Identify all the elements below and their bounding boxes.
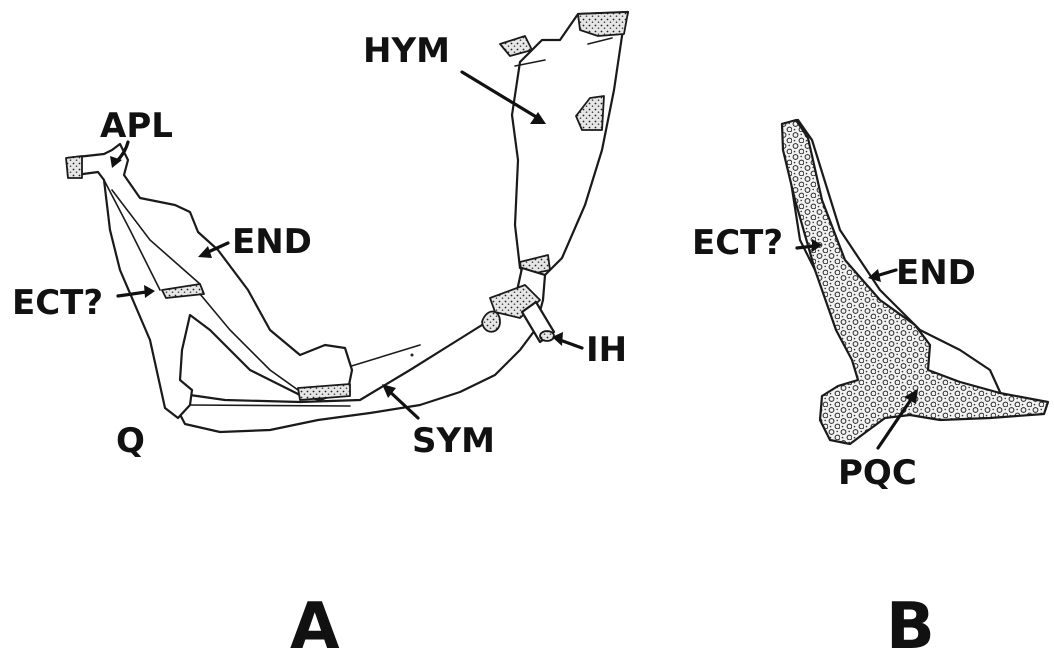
panel-letter-a: A — [290, 590, 340, 653]
hyomandibula-cartilage-top — [578, 12, 628, 36]
label-sym: SYM — [412, 421, 495, 461]
arrow-ih — [560, 340, 582, 348]
arrow-ect-b — [797, 246, 814, 248]
label-pqc: PQC — [838, 453, 917, 493]
hyomandibula-cartilage-left — [500, 36, 532, 56]
panel-letter-b: B — [886, 590, 935, 653]
label-ih: IH — [586, 330, 627, 370]
label-hym: HYM — [363, 31, 450, 71]
panel-a-drawing — [66, 12, 628, 432]
symplectic-cartilage-oval — [482, 312, 500, 332]
palatoquadrate-shape — [68, 144, 352, 418]
label-apl: APL — [100, 106, 173, 146]
label-end-a: END — [232, 222, 312, 262]
label-ect-b: ECT? — [692, 223, 783, 263]
autopalatine-cartilage — [66, 156, 82, 178]
label-q: Q — [116, 421, 145, 461]
label-ect-a: ECT? — [12, 283, 103, 323]
label-end-b: END — [896, 253, 976, 293]
interhyal-cartilage-end — [540, 331, 554, 341]
